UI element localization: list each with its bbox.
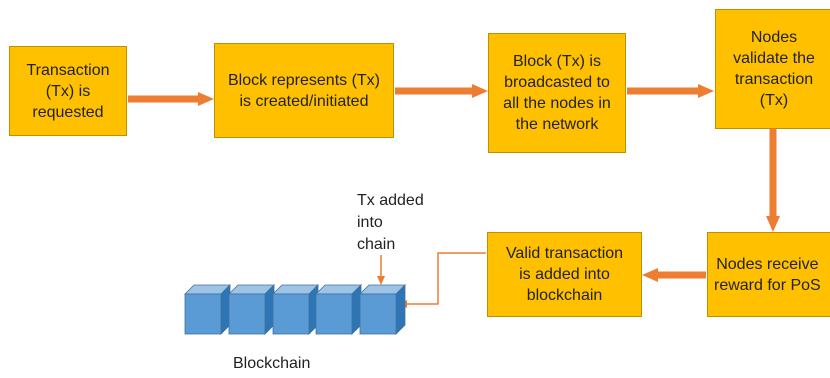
chain-block <box>359 284 406 335</box>
annotation-tx-added-into-chain: Tx added into chain <box>357 192 424 253</box>
step-block-broadcasted: Block (Tx) is broadcasted to all the nod… <box>488 33 626 153</box>
process-arrow-1 <box>128 92 214 106</box>
step-transaction-requested: Transaction (Tx) is requested <box>9 46 127 136</box>
blockchain-label: Blockchain <box>233 355 311 372</box>
blockchain-blocks <box>184 284 406 335</box>
chain-block <box>315 284 362 335</box>
step-nodes-receive-reward: Nodes receive reward for PoS <box>707 232 830 317</box>
process-arrow-3 <box>627 84 714 98</box>
step-added-to-blockchain: Valid transaction is added into blockcha… <box>487 232 642 317</box>
process-arrow-4 <box>766 128 780 232</box>
chain-block <box>184 284 231 335</box>
step-nodes-validate: Nodes validate the transaction (Tx) <box>715 9 830 129</box>
step-block-created: Block represents (Tx) is created/initiat… <box>214 43 394 138</box>
chain-block <box>272 284 319 335</box>
annotation-pointer-arrow <box>377 255 385 285</box>
chain-block <box>228 284 275 335</box>
process-arrow-2 <box>395 84 488 98</box>
process-arrow-5 <box>642 268 706 282</box>
add-to-chain-connector <box>398 252 486 308</box>
